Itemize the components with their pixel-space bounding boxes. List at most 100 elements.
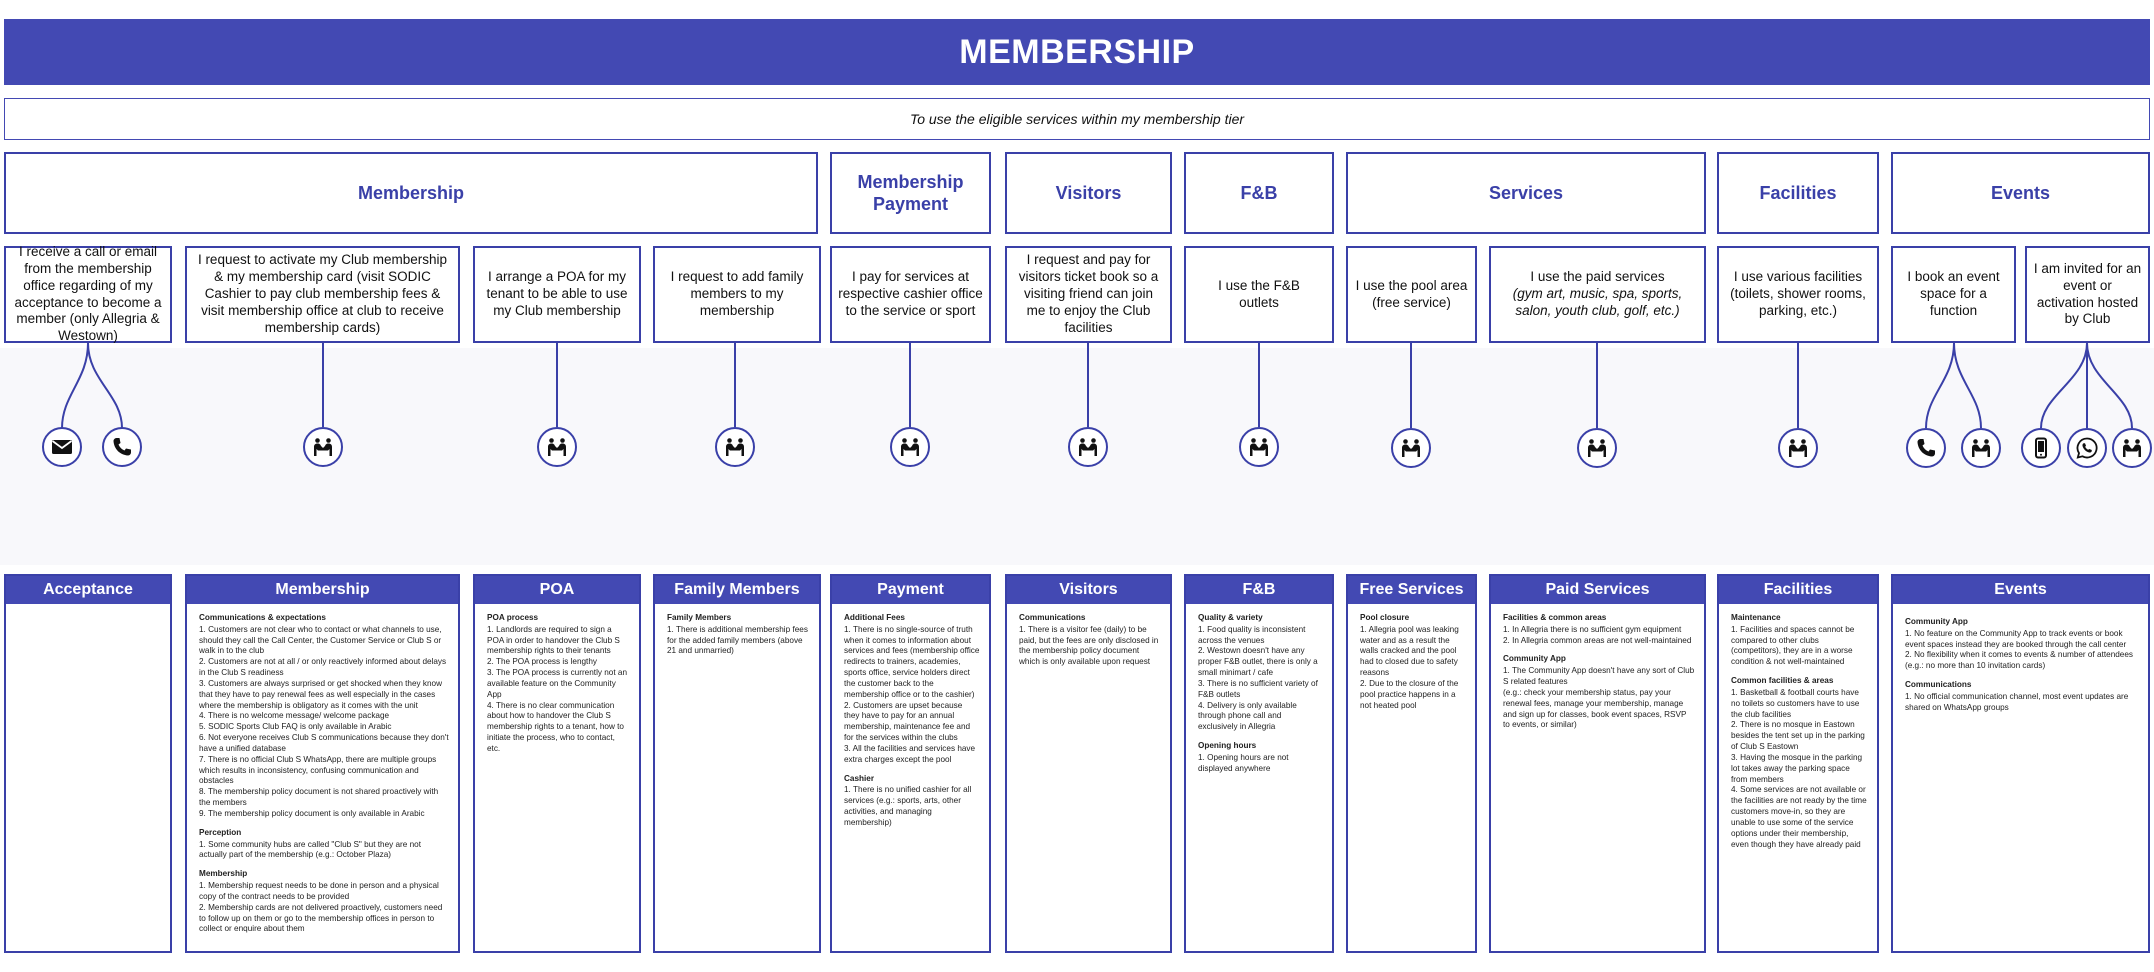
- pain-column-body: Maintenance 1. Facilities and spaces can…: [1719, 604, 1877, 862]
- pain-item: 3. The POA process is currently not an a…: [487, 668, 628, 699]
- pain-column-body: Community App 1. No feature on the Commu…: [1893, 604, 2148, 726]
- pain-column-title: Visitors: [1007, 576, 1170, 604]
- in-person-icon: [1961, 428, 2001, 468]
- in-person-icon: [1778, 428, 1818, 468]
- step-pay-services: I pay for services at respective cashier…: [830, 246, 991, 343]
- pain-item: 1. No feature on the Community App to tr…: [1905, 628, 2127, 649]
- pain-column-facilities: Facilities Maintenance 1. Facilities and…: [1717, 574, 1879, 953]
- pain-column-poa: POA POA process 1. Landlords are require…: [473, 574, 641, 953]
- pain-column-body: Quality & variety 1. Food quality is inc…: [1186, 604, 1332, 787]
- pain-column-body: Facilities & common areas 1. In Allegria…: [1491, 604, 1704, 743]
- pain-item: 1. There is additional membership fees f…: [667, 624, 808, 656]
- pain-item: 2. In Allegria common areas are not well…: [1503, 635, 1692, 645]
- pain-item: (e.g.: check your membership status, pay…: [1503, 687, 1687, 730]
- pain-column-payment: Payment Additional Fees 1. There is no s…: [830, 574, 991, 953]
- step-activate-membership: I request to activate my Club membership…: [185, 246, 460, 343]
- pain-item: 1. Opening hours are not displayed anywh…: [1198, 752, 1289, 773]
- pain-item: 2. Due to the closure of the pool practi…: [1360, 678, 1459, 710]
- in-person-icon: [303, 427, 343, 467]
- pain-column-body: POA process 1. Landlords are required to…: [475, 604, 639, 767]
- in-person-icon: [715, 427, 755, 467]
- pain-item: 1. Some community hubs are called "Club …: [199, 839, 421, 860]
- pain-item: 4. Delivery is only available through ph…: [1198, 700, 1297, 732]
- pain-item: 4. There is no clear communication about…: [487, 700, 624, 753]
- pain-item: 2. There is no mosque in Eastown besides…: [1731, 720, 1865, 752]
- phone-icon: [1906, 428, 1946, 468]
- pain-item: 2. Customers are upset because they have…: [844, 700, 971, 743]
- pain-item: 1. Customers are not clear who to contac…: [199, 624, 442, 656]
- step-use-pool: I use the pool area (free service): [1346, 246, 1477, 343]
- pain-column-body: Pool closure 1. Allegria pool was leakin…: [1348, 604, 1475, 723]
- step-add-family: I request to add family members to my me…: [653, 246, 821, 343]
- pain-column-membership: Membership Communications & expectations…: [185, 574, 460, 953]
- in-person-icon: [2112, 428, 2152, 468]
- pain-item: 3. All the facilities and services have …: [844, 743, 976, 764]
- pain-item: 7. There is no official Club S WhatsApp,…: [199, 754, 437, 786]
- stage-membership-payment: Membership Payment: [830, 152, 991, 234]
- email-icon: [42, 427, 82, 467]
- pain-item: 9. The membership policy document is onl…: [199, 808, 425, 818]
- pain-section-heading: Additional Fees: [844, 613, 905, 622]
- pain-column-visitors: Visitors Communications 1. There is a vi…: [1005, 574, 1172, 953]
- pain-item: 2. The POA process is lengthy: [487, 657, 597, 667]
- pain-column-title: Facilities: [1719, 576, 1877, 604]
- pain-section-heading: Family Members: [667, 613, 732, 622]
- pain-column-fb: F&B Quality & variety 1. Food quality is…: [1184, 574, 1334, 953]
- step-use-fb: I use the F&B outlets: [1184, 246, 1334, 343]
- step-acceptance: I receive a call or email from the membe…: [4, 244, 172, 343]
- pain-item: 1. Landlords are required to sign a POA …: [487, 624, 620, 656]
- step-visitors-ticket: I request and pay for visitors ticket bo…: [1005, 246, 1172, 343]
- pain-item: 4. There is no welcome message/ welcome …: [199, 711, 390, 721]
- pain-item: 1. Food quality is inconsistent across t…: [1198, 624, 1306, 645]
- pain-column-title: Payment: [832, 576, 989, 604]
- stage-membership: Membership: [4, 152, 818, 234]
- step-use-facilities: I use various facilities (toilets, showe…: [1717, 246, 1879, 343]
- pain-column-body: Family Members 1. There is additional me…: [655, 604, 819, 669]
- pain-section-heading: Opening hours: [1198, 741, 1257, 751]
- in-person-icon: [890, 427, 930, 467]
- pain-item: 2. Membership cards are not delivered pr…: [199, 902, 443, 934]
- journey-goal: To use the eligible services within my m…: [4, 98, 2150, 140]
- in-person-icon: [1577, 428, 1617, 468]
- pain-item: 2. Westown doesn't have any proper F&B o…: [1198, 646, 1318, 678]
- pain-item: 4. Some services are not available or th…: [1731, 785, 1867, 849]
- pain-item: 1. The Community App doesn't have any so…: [1503, 666, 1695, 687]
- pain-item: 1. Basketball & football courts have no …: [1731, 687, 1860, 719]
- pain-column-title: Paid Services: [1491, 576, 1704, 604]
- pain-item: 2. No flexibility when it comes to event…: [1905, 650, 2134, 671]
- in-person-icon: [1068, 427, 1108, 467]
- step-invited-event: I am invited for an event or activation …: [2025, 246, 2150, 343]
- pain-item: 1. There is no unified cashier for all s…: [844, 785, 972, 827]
- pain-section-heading: Communications & expectations: [199, 613, 326, 622]
- pain-section-heading: Common facilities & areas: [1731, 676, 1834, 686]
- pain-column-events: Events Community App 1. No feature on th…: [1891, 574, 2150, 953]
- stage-events: Events: [1891, 152, 2150, 234]
- pain-column-free-services: Free Services Pool closure 1. Allegria p…: [1346, 574, 1477, 953]
- pain-column-title: Family Members: [655, 576, 819, 604]
- in-person-icon: [537, 427, 577, 467]
- pain-column-title: Membership: [187, 576, 458, 604]
- step-book-event-space: I book an event space for a function: [1891, 246, 2016, 343]
- pain-item: 6. Not everyone receives Club S communic…: [199, 733, 449, 753]
- pain-column-acceptance: Acceptance: [4, 574, 172, 953]
- pain-item: 1. Membership request needs to be done i…: [199, 881, 439, 901]
- stage-facilities: Facilities: [1717, 152, 1879, 234]
- pain-column-title: F&B: [1186, 576, 1332, 604]
- pain-column-title: Free Services: [1348, 576, 1475, 604]
- pain-section-heading: Community App: [1905, 617, 1968, 626]
- pain-section-heading: Perception: [199, 827, 242, 837]
- pain-item: 1. No official communication channel, mo…: [1905, 691, 2129, 712]
- pain-section-heading: Membership: [199, 869, 248, 879]
- page-title: MEMBERSHIP: [4, 19, 2150, 85]
- pain-section-heading: Communications: [1905, 680, 1972, 690]
- pain-item: 1. There is no single-source of truth wh…: [844, 624, 980, 699]
- pain-item: 1. There is a visitor fee (daily) to be …: [1019, 624, 1159, 667]
- pain-column-body: Communications 1. There is a visitor fee…: [1007, 604, 1170, 680]
- pain-section-heading: POA process: [487, 613, 539, 622]
- stage-visitors: Visitors: [1005, 152, 1172, 234]
- step-arrange-poa: I arrange a POA for my tenant to be able…: [473, 246, 641, 343]
- pain-item: 3. Having the mosque in the parking lot …: [1731, 752, 1863, 784]
- pain-column-title: Acceptance: [6, 576, 170, 604]
- in-person-icon: [1391, 428, 1431, 468]
